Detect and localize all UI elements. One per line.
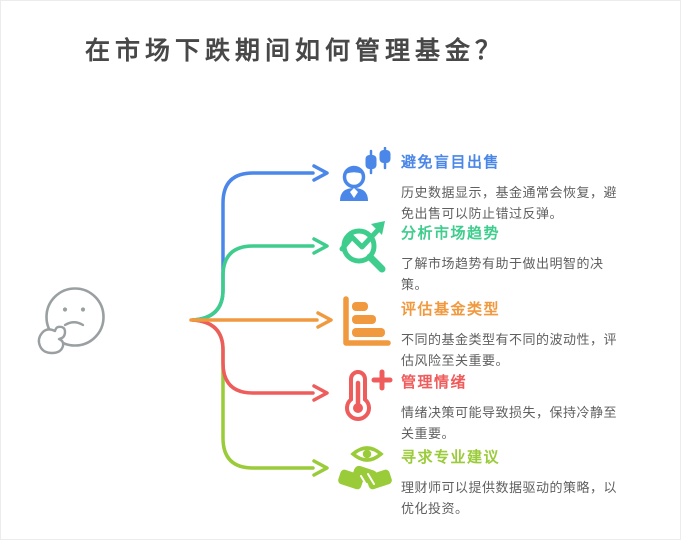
person-candlestick-icon (337, 146, 393, 203)
branch-title: 分析市场趋势 (401, 225, 501, 242)
page-title: 在市场下跌期间如何管理基金？ (85, 37, 506, 65)
thinking-face-icon (31, 283, 121, 368)
branch-description: 理财师可以提供数据驱动的策略，以优化投资。 (401, 480, 618, 516)
branch-description: 不同的基金类型有不同的波动性，评估风险至关重要。 (401, 332, 618, 368)
magnifier-trend-arrow-icon (337, 218, 393, 274)
branch-title: 寻求专业建议 (401, 449, 501, 466)
branch-description: 情绪决策可能导致损失，保持冷静至关重要。 (401, 405, 618, 441)
branch-title: 评估基金类型 (401, 301, 501, 318)
horizontal-bar-chart-icon (337, 294, 393, 350)
branch-title: 管理情绪 (401, 374, 468, 391)
thermometer-plus-icon (337, 367, 393, 423)
eye-handshake-icon (337, 442, 393, 498)
branch-description: 了解市场趋势有助于做出明智的决策。 (401, 256, 604, 292)
branch-title: 避免盲目出售 (401, 154, 501, 171)
branch-description: 历史数据显示，基金通常会恢复，避免出售可以防止错过反弹。 (401, 185, 618, 221)
